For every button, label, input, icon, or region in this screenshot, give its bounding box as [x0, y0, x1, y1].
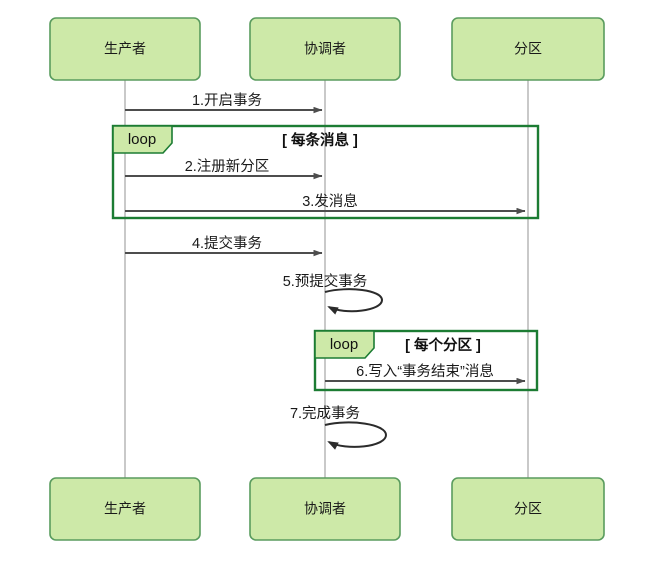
- participant-header-partition[interactable]: 分区: [451, 17, 605, 81]
- participant-header-coordinator[interactable]: 协调者: [249, 17, 401, 81]
- loop-frame-rect: [111, 124, 540, 220]
- participant-box[interactable]: [49, 477, 201, 541]
- message-label: 2.注册新分区: [185, 158, 270, 175]
- message-3-send-message: 3.发消息: [125, 193, 526, 215]
- self-message-loop: [324, 288, 384, 315]
- participant-box[interactable]: [249, 477, 401, 541]
- loop-frame-every-partition: loop [ 每个分区 ]: [313, 329, 539, 392]
- loop-condition-label: [ 每个分区 ]: [405, 336, 481, 354]
- participant-label: 协调者: [304, 501, 346, 517]
- loop-tab-shape: [314, 330, 375, 359]
- participant-label: 协调者: [304, 41, 346, 57]
- message-4-commit-transaction: 4.提交事务: [125, 234, 323, 257]
- message-7-complete-transaction: 7.完成事务: [290, 405, 388, 450]
- participant-box[interactable]: [249, 17, 401, 81]
- loop-condition-label: [ 每条消息 ]: [282, 131, 358, 149]
- message-5-pre-commit-transaction: 5.预提交事务: [283, 272, 384, 315]
- loop-tab-shape: [112, 125, 173, 154]
- participant-label: 生产者: [104, 501, 146, 517]
- participant-label: 分区: [514, 41, 542, 57]
- message-label: 1.开启事务: [192, 92, 262, 109]
- participant-header-producer[interactable]: 生产者: [49, 17, 201, 81]
- message-label: 3.发消息: [302, 193, 358, 210]
- message-label: 7.完成事务: [290, 405, 360, 422]
- participant-footer-producer[interactable]: 生产者: [49, 477, 201, 541]
- loop-tab-label: loop: [330, 336, 358, 353]
- loop-tab-label: loop: [128, 131, 156, 148]
- message-2-register-new-partition: 2.注册新分区: [125, 158, 323, 180]
- self-message-loop: [324, 421, 388, 450]
- participant-box[interactable]: [49, 17, 201, 81]
- message-label: 4.提交事务: [192, 234, 262, 252]
- participant-label: 分区: [514, 501, 542, 517]
- loop-frame-rect: [313, 329, 539, 392]
- participant-footer-coordinator[interactable]: 协调者: [249, 477, 401, 541]
- loop-frame-every-message: loop [ 每条消息 ]: [111, 124, 540, 220]
- message-label: 5.预提交事务: [283, 272, 368, 290]
- participant-box[interactable]: [451, 477, 605, 541]
- participant-footer-partition[interactable]: 分区: [451, 477, 605, 541]
- participant-label: 生产者: [104, 41, 146, 57]
- message-label: 6.写入“事务结束”消息: [356, 363, 494, 380]
- message-6-write-transaction-end-message: 6.写入“事务结束”消息: [325, 363, 526, 385]
- message-1-open-transaction: 1.开启事务: [125, 92, 323, 114]
- participant-box[interactable]: [451, 17, 605, 81]
